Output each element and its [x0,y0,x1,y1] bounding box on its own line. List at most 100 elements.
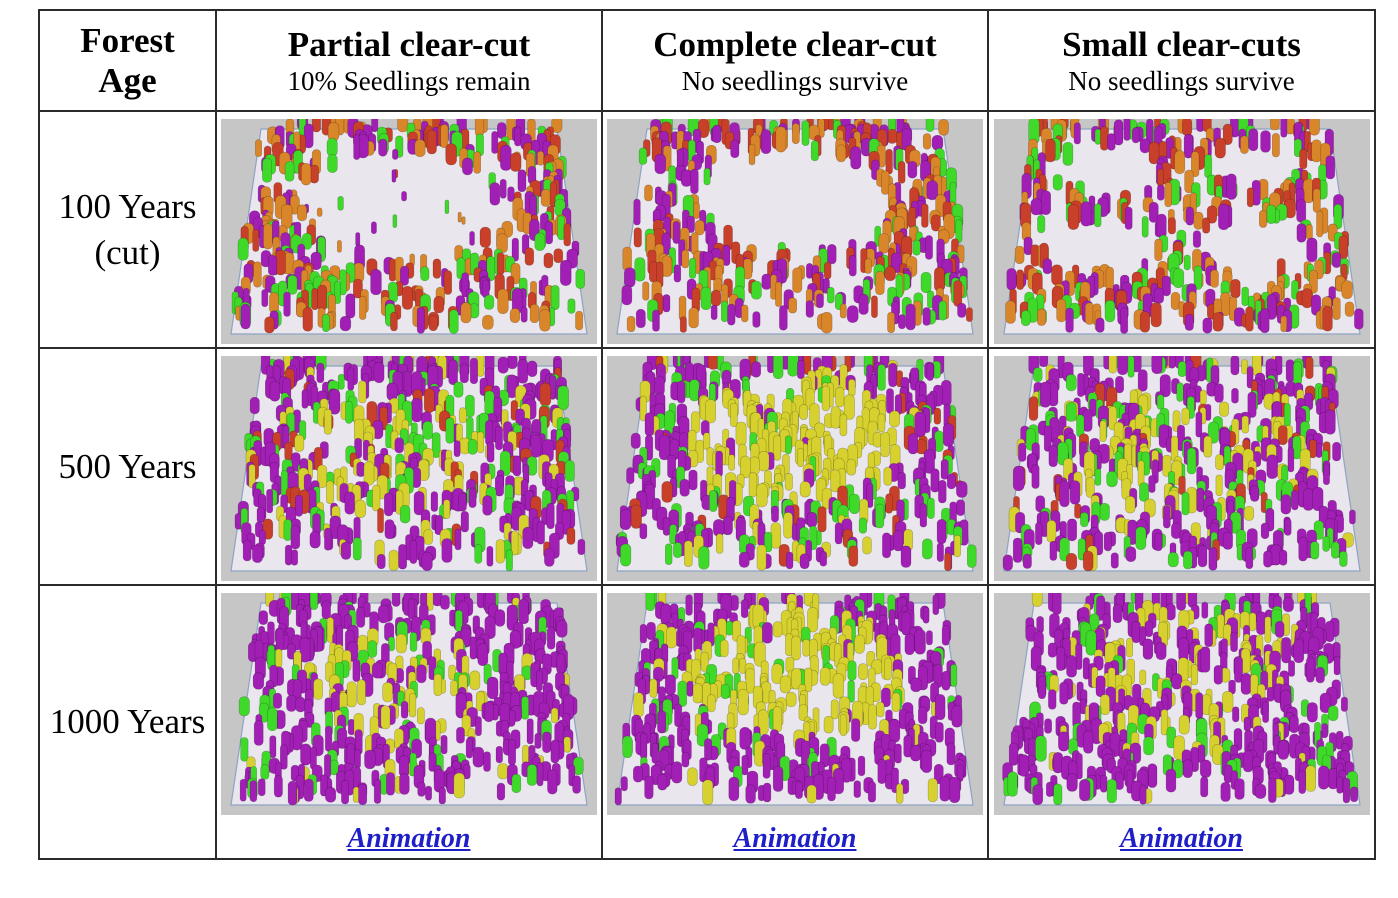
tree-mark [933,407,941,425]
tree-mark [256,506,265,523]
tree-mark [483,294,495,310]
tree-mark [951,704,963,728]
tree-mark [957,302,967,318]
tree-mark [299,636,311,663]
tree-mark [1243,505,1254,521]
tree-mark [371,661,383,679]
tree-mark [1065,654,1077,677]
table-cell [987,347,1376,586]
tree-mark [557,384,569,410]
tree-mark [1213,664,1223,685]
tree-mark [544,220,554,244]
tree-mark [799,553,810,569]
tree-mark [484,615,496,639]
tree-mark [444,199,450,214]
tree-mark [433,673,442,696]
tree-mark [614,787,622,805]
tree-mark [1073,121,1081,144]
tree-mark [551,118,563,133]
tree-mark [262,157,273,183]
tree-mark [728,776,740,801]
tree-mark [324,753,332,778]
tree-mark [1195,411,1202,437]
tree-mark [1051,592,1062,615]
tree-mark [1156,168,1164,187]
animation-link[interactable]: Animation [347,822,471,854]
tree-mark [356,606,366,628]
tree-mark [497,356,509,374]
tree-mark [827,776,836,801]
table-row: 100 Years (cut) [38,110,1376,349]
tree-mark [1181,491,1189,515]
tree-mark [1067,203,1079,230]
tree-mark [543,252,554,268]
animation-link[interactable]: Animation [1120,822,1243,854]
tree-mark [633,198,641,225]
tree-mark [550,739,560,763]
tree-mark [644,775,654,799]
tree-mark [704,737,713,761]
tree-mark [399,772,410,795]
tree-mark [821,311,833,333]
tree-mark [309,592,319,610]
tree-mark [258,529,266,545]
tree-mark [799,480,811,497]
tree-mark [448,358,458,385]
tree-mark [1210,364,1219,385]
tree-mark [1183,133,1193,158]
tree-mark [1296,222,1306,242]
tree-mark [882,532,891,558]
tree-mark [1131,620,1141,643]
tree-mark [377,507,384,533]
tree-mark [893,529,904,551]
tree-group [238,592,584,805]
tree-mark [1249,485,1259,502]
tree-mark [732,657,740,674]
tree-mark [785,435,792,454]
tree-mark [465,394,475,417]
tree-mark [337,373,345,390]
tree-mark [681,751,690,767]
tree-mark [914,628,926,655]
row-label: 100 Years (cut) [38,110,217,349]
tree-mark [877,412,886,432]
tree-mark [1348,509,1356,524]
tree-mark [1044,138,1056,162]
tree-mark [473,150,481,174]
tree-mark [1203,623,1213,647]
tree-mark [883,657,892,680]
tree-mark [484,390,495,415]
tree-mark [1331,296,1341,320]
tree-mark [710,289,722,306]
tree-mark [1327,704,1338,721]
tree-mark [955,498,965,516]
tree-mark [874,503,885,528]
tree-mark [760,128,772,154]
tree-mark [384,518,395,539]
tree-mark [264,316,275,333]
tree-mark [1319,692,1331,713]
tree-mark [1229,278,1240,298]
tree-mark [287,780,298,805]
tree-mark [1034,494,1045,512]
tree-mark [1028,395,1038,421]
tree-mark [639,522,648,539]
animation-link[interactable]: Animation [733,822,857,854]
tree-mark [507,186,515,202]
tree-mark [1214,453,1224,470]
tree-mark [1233,727,1242,751]
tree-mark [257,777,266,796]
tree-mark [858,662,869,680]
tree-mark [290,524,301,549]
tree-mark [1247,391,1257,418]
tree-mark [791,122,800,144]
tree-mark [1085,629,1096,656]
tree-mark [456,726,465,743]
tree-mark [1080,200,1091,226]
tree-mark [630,432,641,449]
tree-mark [1333,655,1340,675]
tree-mark [253,719,264,746]
tree-mark [388,257,397,281]
tree-mark [572,774,581,794]
tree-mark [398,543,407,569]
